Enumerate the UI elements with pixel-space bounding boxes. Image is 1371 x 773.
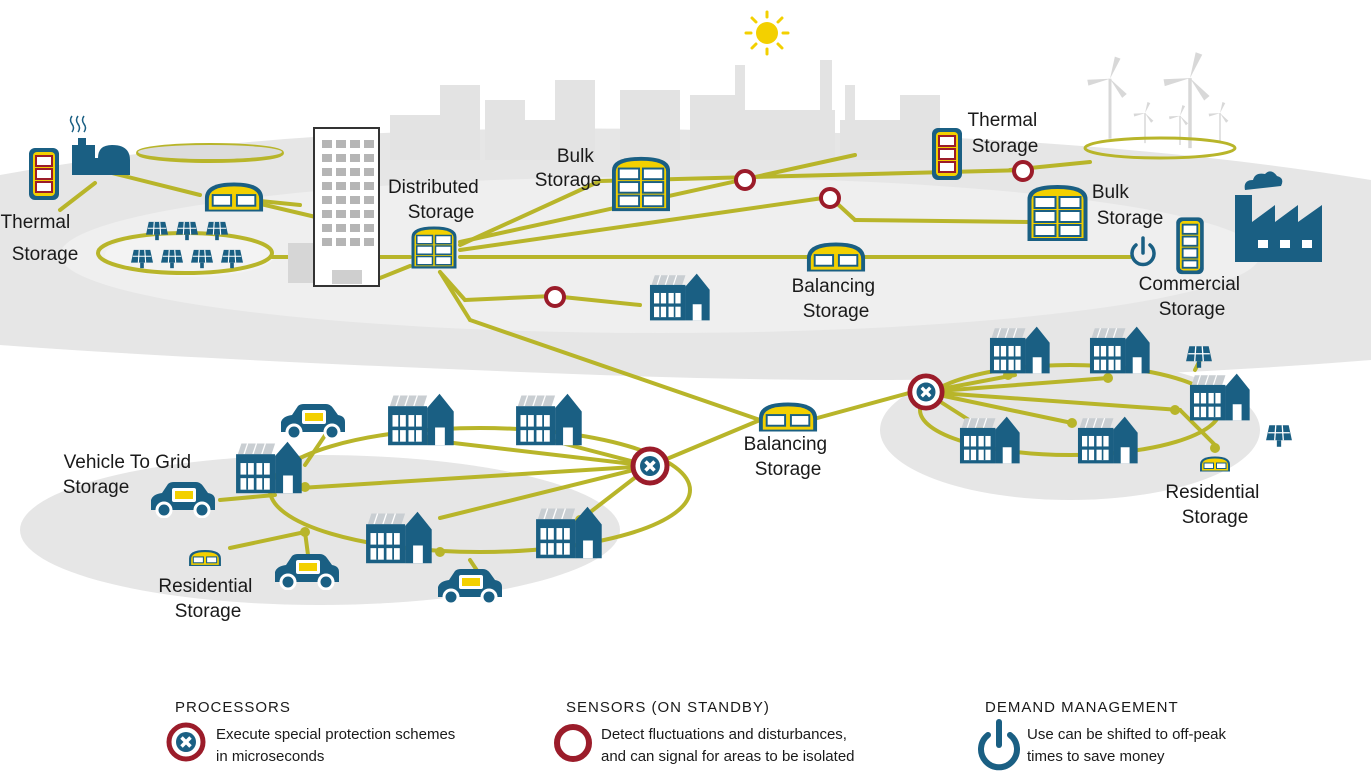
solar-array-top bbox=[138, 145, 282, 159]
label-residential-storage-right: Residential Storage bbox=[1165, 482, 1264, 528]
electric-car-icon bbox=[279, 402, 347, 440]
legend-processors-line2: in microseconds bbox=[216, 748, 324, 765]
processor-x-icon bbox=[169, 725, 203, 759]
label-balancing-storage-low: Balancing Storage bbox=[744, 434, 833, 480]
label-bulk-storage-top: Bulk Storage bbox=[535, 146, 602, 191]
sensor-ring-icon bbox=[1012, 160, 1034, 182]
legend-demand-heading: DEMAND MANAGEMENT bbox=[985, 699, 1179, 716]
legend-sensors-heading: SENSORS (ON STANDBY) bbox=[566, 699, 770, 716]
house-icon bbox=[387, 392, 455, 447]
residential-storage-right-icon bbox=[1200, 456, 1230, 472]
legend-processors-line1: Execute special protection schemes bbox=[216, 726, 455, 743]
sun-icon bbox=[744, 10, 790, 56]
balancing-storage-low-icon bbox=[758, 402, 818, 432]
house-icon bbox=[515, 392, 583, 447]
house-icon bbox=[958, 415, 1021, 465]
legend-demand-line2: times to save money bbox=[1027, 748, 1165, 765]
label-bulk-storage-right: Bulk Storage bbox=[1092, 182, 1163, 229]
pod-storage-left-icon bbox=[204, 182, 264, 212]
sensor-ring-icon bbox=[544, 286, 566, 308]
label-distributed-storage: Distributed Storage bbox=[388, 177, 484, 223]
label-thermal-storage-right: Thermal Storage bbox=[968, 110, 1043, 157]
legend-processors-heading: PROCESSORS bbox=[175, 699, 291, 716]
house-icon bbox=[1088, 325, 1151, 375]
balancing-storage-mid-icon bbox=[806, 242, 866, 272]
legend-demand: DEMAND MANAGEMENT Use can be shifted to … bbox=[978, 699, 1227, 771]
sensor-ring-icon bbox=[554, 724, 592, 762]
residential-storage-left-icon bbox=[189, 550, 221, 566]
sensor-ring-icon bbox=[734, 169, 756, 191]
distributed-storage-icon bbox=[410, 225, 458, 270]
power-icon bbox=[1130, 236, 1156, 267]
label-residential-storage-left: Residential Storage bbox=[158, 576, 257, 622]
thermal-storage-left-icon bbox=[28, 147, 60, 201]
thermal-storage-right-icon bbox=[931, 127, 963, 181]
sensors bbox=[544, 160, 1034, 308]
house-icon bbox=[648, 272, 711, 322]
wind-farm bbox=[1083, 52, 1237, 160]
legend: PROCESSORS Execute special protection sc… bbox=[169, 699, 1227, 771]
thermal-plant bbox=[69, 115, 130, 175]
house-icon bbox=[988, 325, 1051, 375]
bulk-storage-top-icon bbox=[611, 155, 671, 213]
house-icon bbox=[235, 440, 303, 495]
house-icon bbox=[365, 510, 433, 565]
diagram-labels: Thermal Storage Distributed Storage Bulk… bbox=[1, 110, 1264, 622]
city-skyline bbox=[390, 60, 940, 160]
office-building bbox=[288, 127, 380, 287]
power-icon bbox=[978, 719, 1020, 771]
house-icon bbox=[535, 505, 603, 560]
house-icon bbox=[1188, 372, 1251, 422]
solar-panel-icon bbox=[1265, 424, 1293, 448]
processor-x-icon bbox=[633, 449, 667, 483]
label-vehicle-to-grid-storage: Vehicle To Grid Storage bbox=[63, 452, 197, 498]
label-balancing-storage-mid: Balancing Storage bbox=[792, 276, 881, 322]
factory-icon bbox=[1235, 171, 1322, 262]
bulk-storage-right-icon bbox=[1026, 183, 1089, 243]
legend-sensors-line2: and can signal for areas to be isolated bbox=[601, 748, 855, 765]
sensor-ring-icon bbox=[819, 187, 841, 209]
processor-x-icon bbox=[910, 376, 942, 408]
legend-processors: PROCESSORS Execute special protection sc… bbox=[169, 699, 455, 765]
commercial-storage-icon bbox=[1175, 216, 1205, 276]
house-icon bbox=[1076, 415, 1139, 465]
label-commercial-storage: Commercial Storage bbox=[1139, 274, 1246, 320]
legend-sensors: SENSORS (ON STANDBY) Detect fluctuations… bbox=[554, 699, 855, 765]
label-thermal-storage-left: Thermal Storage bbox=[1, 212, 79, 265]
legend-sensors-line1: Detect fluctuations and disturbances, bbox=[601, 726, 847, 743]
legend-demand-line1: Use can be shifted to off-peak bbox=[1027, 726, 1227, 743]
